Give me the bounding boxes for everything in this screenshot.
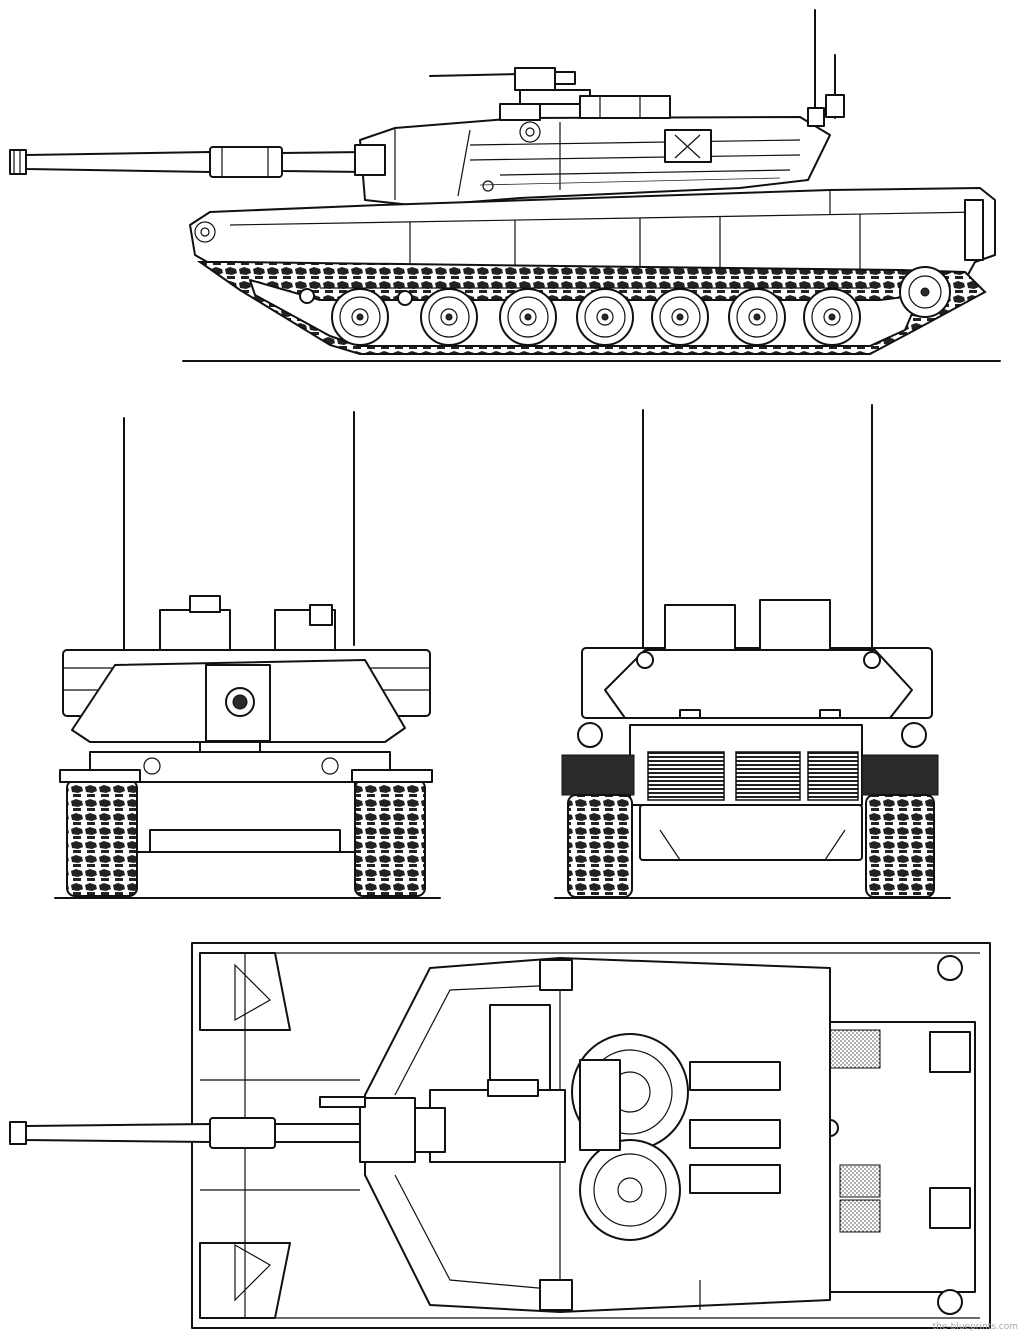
- right-track: [354, 779, 426, 897]
- commander-machine-gun: [429, 67, 671, 121]
- right-rear-fender: [861, 754, 939, 796]
- road-wheels: [299, 266, 951, 346]
- antenna: [807, 9, 845, 127]
- road-wheel: [499, 288, 557, 346]
- front-view: [54, 411, 441, 899]
- road-wheel: [803, 288, 861, 346]
- right-track: [865, 794, 935, 898]
- left-exhaust-grille: [647, 751, 725, 801]
- turret: [354, 116, 831, 207]
- rear-view: [554, 404, 951, 899]
- main-gun-top: [9, 1097, 446, 1163]
- left-track: [66, 779, 138, 897]
- road-wheel: [331, 288, 389, 346]
- road-wheel: [576, 288, 634, 346]
- center-exhaust-grille: [735, 751, 801, 801]
- watermark: the-blueprints.com: [932, 1322, 1018, 1332]
- road-wheel: [420, 288, 478, 346]
- top-view: [9, 942, 991, 1329]
- road-wheel: [651, 288, 709, 346]
- loader-hatch: [579, 1139, 681, 1241]
- left-rear-fender: [561, 754, 635, 796]
- side-view: [9, 9, 1001, 362]
- left-track: [567, 794, 633, 898]
- road-wheel: [728, 288, 786, 346]
- main-gun: [9, 146, 366, 178]
- drive-sprocket: [899, 266, 951, 318]
- right-exhaust-grille: [807, 751, 859, 801]
